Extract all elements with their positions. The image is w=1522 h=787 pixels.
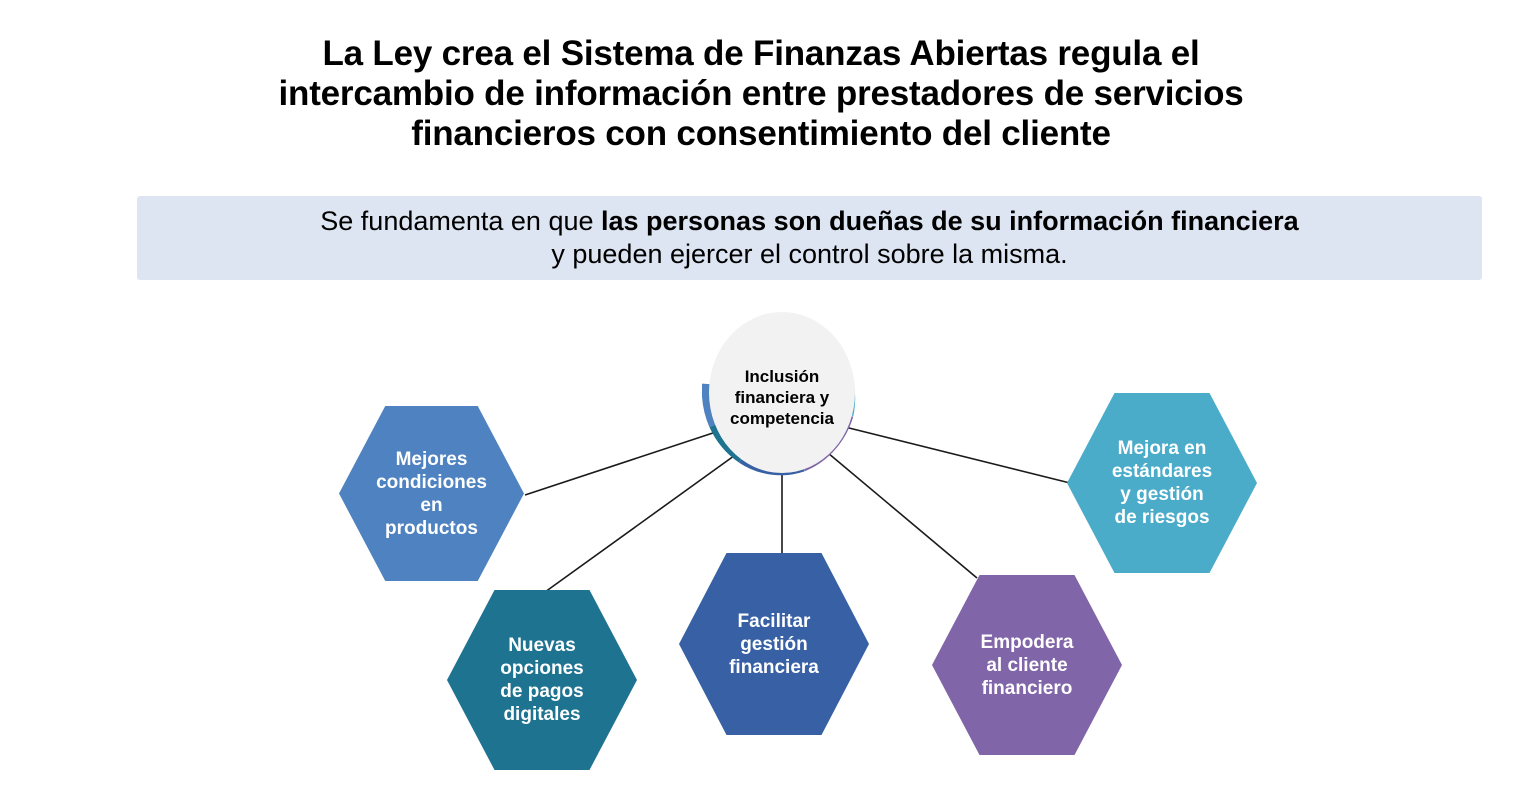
center-node-label: Inclusión financiera y competencia bbox=[730, 367, 834, 428]
page-title: La Ley crea el Sistema de Finanzas Abier… bbox=[150, 34, 1372, 154]
hex-label: Facilitar gestión financiera bbox=[729, 610, 819, 678]
connector-line-0 bbox=[524, 429, 723, 496]
subtitle-emphasis: las personas son dueñas de su informació… bbox=[601, 206, 1299, 236]
subtitle-banner: Se fundamenta en que las personas son du… bbox=[137, 196, 1482, 280]
radial-diagram: Inclusión financiera y competencia Mejor… bbox=[0, 290, 1522, 787]
hex-node-mejores-condiciones[interactable]: Mejores condiciones en productos bbox=[339, 406, 524, 581]
title-line-3: financieros con consentimiento del clien… bbox=[411, 114, 1111, 153]
subtitle-prefix: Se fundamenta en que bbox=[320, 206, 601, 236]
hex-label: Mejores condiciones en productos bbox=[376, 448, 487, 539]
connector-lines bbox=[524, 426, 1071, 593]
hex-label: Nuevas opciones de pagos digitales bbox=[500, 635, 584, 725]
subtitle-line-2: y pueden ejercer el control sobre la mis… bbox=[551, 239, 1068, 269]
connector-line-1 bbox=[544, 452, 739, 593]
hex-label: Empodera al cliente financiero bbox=[980, 631, 1074, 699]
title-line-1: La Ley crea el Sistema de Finanzas Abier… bbox=[322, 34, 1200, 73]
hex-node-facilitar-gestion[interactable]: Facilitar gestión financiera bbox=[679, 553, 869, 735]
connector-line-3 bbox=[827, 452, 978, 579]
title-line-2: intercambio de información entre prestad… bbox=[278, 74, 1244, 113]
hex-label: Mejora en estándares y gestión de riesgo… bbox=[1111, 438, 1213, 528]
center-node[interactable]: Inclusión financiera y competencia bbox=[702, 305, 862, 480]
connector-line-4 bbox=[844, 426, 1071, 484]
subtitle-line-1: Se fundamenta en que las personas son du… bbox=[320, 205, 1298, 238]
center-node-body: Inclusión financiera y competencia bbox=[709, 312, 855, 473]
